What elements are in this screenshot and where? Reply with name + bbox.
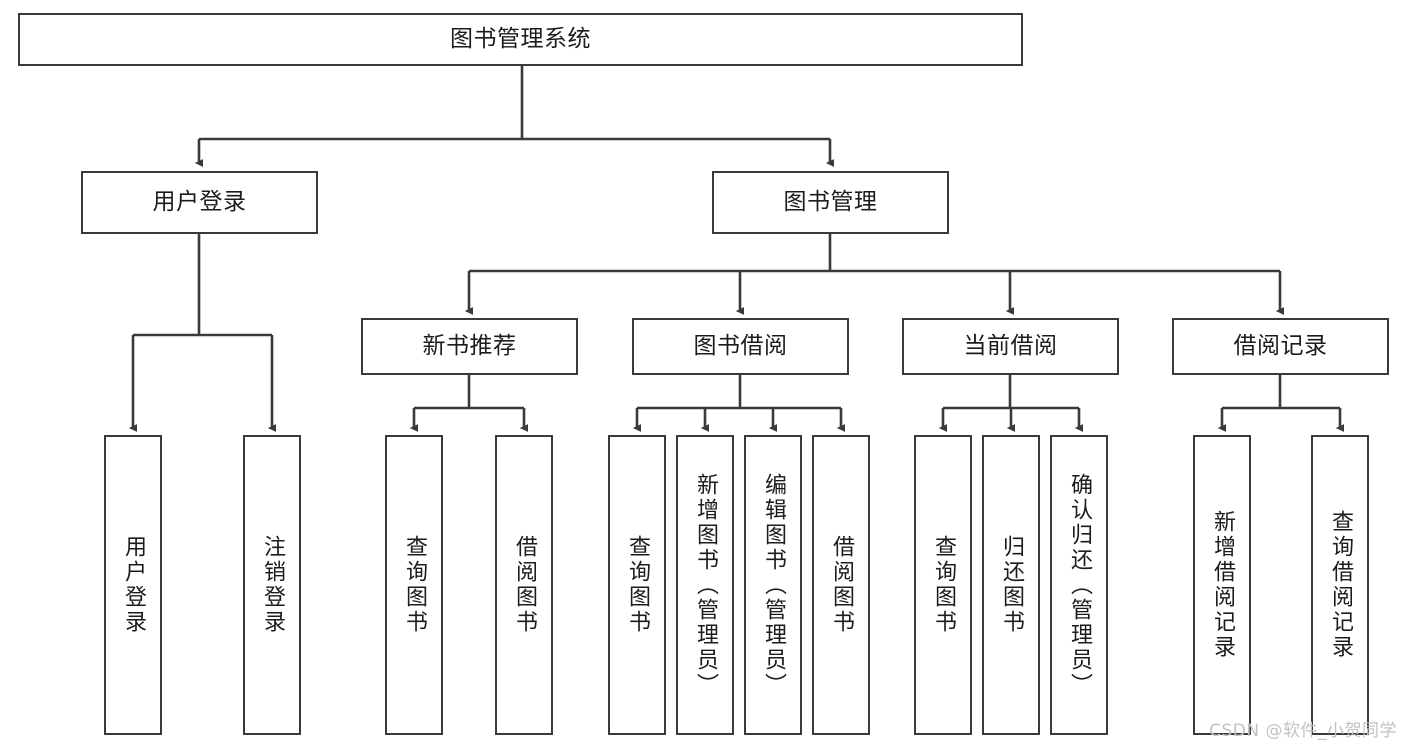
node-current-borrow[interactable]: 当前借阅 [902,318,1119,375]
node-label: 查询图书 [402,535,427,635]
leaf-user-login[interactable]: 用户登录 [104,435,162,735]
leaf-borrow-query-book[interactable]: 查询图书 [608,435,666,735]
node-borrow-record[interactable]: 借阅记录 [1172,318,1389,375]
csdn-watermark: CSDN @软件_小贺同学 [1209,721,1397,741]
node-label: 借阅记录 [1233,333,1328,360]
node-label: 编辑图书（管理员） [761,472,786,698]
node-label: 新书推荐 [422,333,517,360]
node-label: 查询图书 [931,535,956,635]
node-label: 查询借阅记录 [1328,510,1353,660]
node-root-system[interactable]: 图书管理系统 [18,13,1023,66]
leaf-current-return-book[interactable]: 归还图书 [982,435,1040,735]
node-book-borrow[interactable]: 图书借阅 [632,318,849,375]
leaf-newbook-query-book[interactable]: 查询图书 [385,435,443,735]
node-label: 确认归还（管理员） [1067,472,1092,698]
leaf-logout[interactable]: 注销登录 [243,435,301,735]
node-label: 归还图书 [999,535,1024,635]
leaf-current-confirm-return-admin[interactable]: 确认归还（管理员） [1050,435,1108,735]
node-label: 图书管理系统 [450,26,591,53]
node-label: 当前借阅 [963,333,1058,360]
node-label: 借阅图书 [829,535,854,635]
node-user-login[interactable]: 用户登录 [81,171,318,234]
leaf-borrow-edit-book-admin[interactable]: 编辑图书（管理员） [744,435,802,735]
leaf-record-add-record[interactable]: 新增借阅记录 [1193,435,1251,735]
node-label: 用户登录 [121,535,146,635]
leaf-current-query-book[interactable]: 查询图书 [914,435,972,735]
node-label: 新增借阅记录 [1210,510,1235,660]
node-label: 图书借阅 [693,333,788,360]
node-label: 用户登录 [152,189,247,216]
leaf-borrow-add-book-admin[interactable]: 新增图书（管理员） [676,435,734,735]
node-label: 新增图书（管理员） [693,472,718,698]
node-label: 借阅图书 [512,535,537,635]
node-book-management[interactable]: 图书管理 [712,171,949,234]
node-new-book-recommend[interactable]: 新书推荐 [361,318,578,375]
leaf-newbook-borrow-book[interactable]: 借阅图书 [495,435,553,735]
node-label: 图书管理 [783,189,878,216]
node-label: 注销登录 [260,535,285,635]
leaf-borrow-borrow-book[interactable]: 借阅图书 [812,435,870,735]
node-label: 查询图书 [625,535,650,635]
leaf-record-query-record[interactable]: 查询借阅记录 [1311,435,1369,735]
